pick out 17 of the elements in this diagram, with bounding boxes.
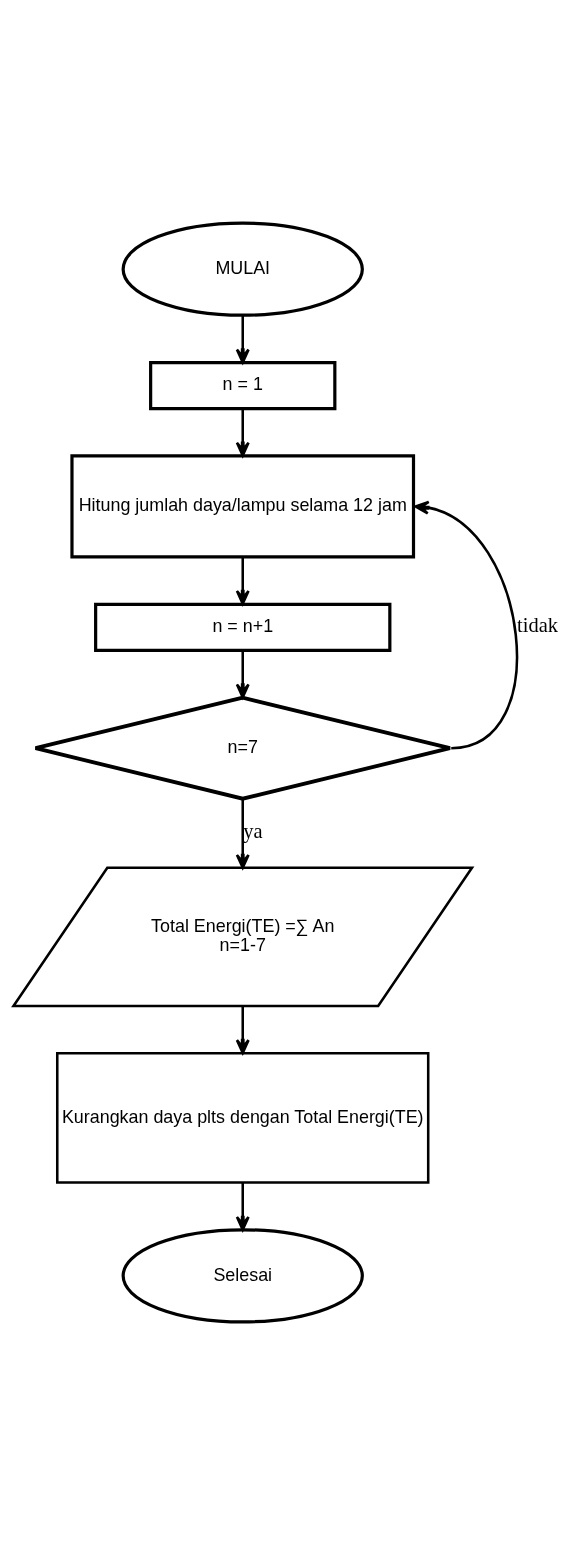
arrow	[235, 650, 250, 699]
node-diamond: n=7	[33, 695, 452, 801]
arrow	[235, 1182, 250, 1231]
arrow	[235, 556, 250, 605]
arrow	[235, 1005, 250, 1054]
arrow	[235, 314, 250, 364]
node-box: n = 1	[149, 360, 337, 410]
edge-label: tidak	[517, 613, 559, 636]
edge-label: ya	[243, 819, 263, 842]
arrow	[414, 500, 519, 749]
node-ellipse: Selesai	[121, 1227, 364, 1323]
node-box: Kurangkan daya plts dengan Total Energi(TE)	[56, 1051, 430, 1184]
node-box: Hitung jumlah daya/lampu selama 12 jam	[70, 453, 416, 559]
arrow	[235, 408, 250, 457]
arrow	[235, 798, 250, 869]
node-ellipse: MULAI	[121, 221, 364, 317]
node-box: n = n+1	[94, 602, 392, 652]
